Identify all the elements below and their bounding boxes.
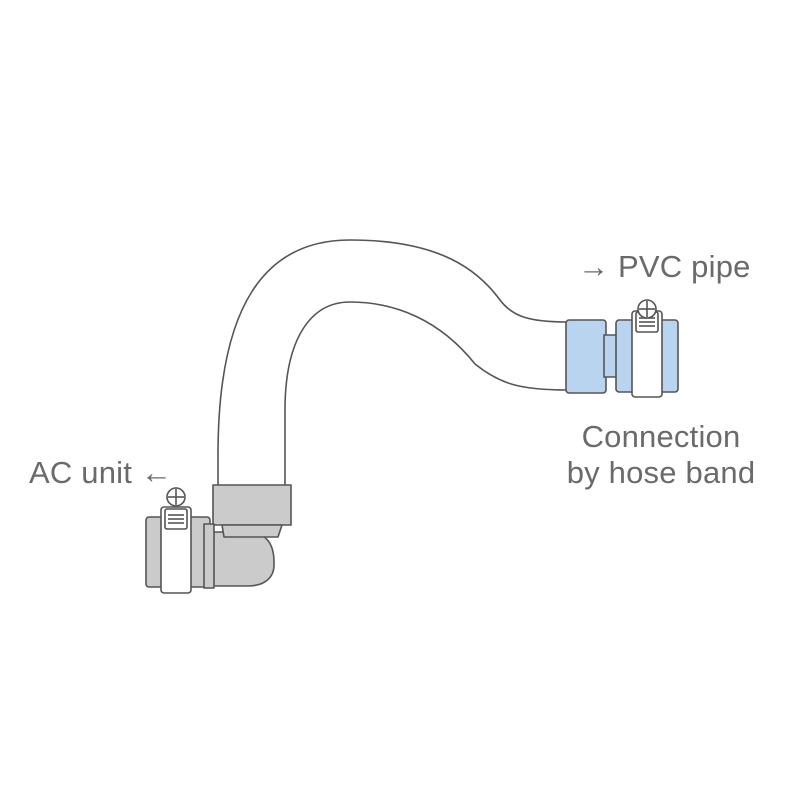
- ac-fitting-collar: [203, 523, 215, 589]
- flexible-hose: [217, 239, 569, 491]
- elbow-body: [204, 531, 275, 587]
- pvc-hose-coupling: [565, 319, 607, 394]
- hose-band-clamp-icon: [160, 487, 192, 594]
- pvc-pipe-label: → PVC pipe: [578, 249, 751, 284]
- connection-caption: Connection by hose band: [546, 419, 776, 491]
- hose-band-clamp-icon: [631, 299, 663, 398]
- connection-caption-line2: by hose band: [566, 455, 756, 490]
- connection-caption-line1: Connection: [581, 419, 741, 454]
- elbow-socket: [212, 484, 292, 526]
- elbow-neck: [221, 524, 283, 538]
- ac-unit-label: AC unit ←: [29, 455, 173, 490]
